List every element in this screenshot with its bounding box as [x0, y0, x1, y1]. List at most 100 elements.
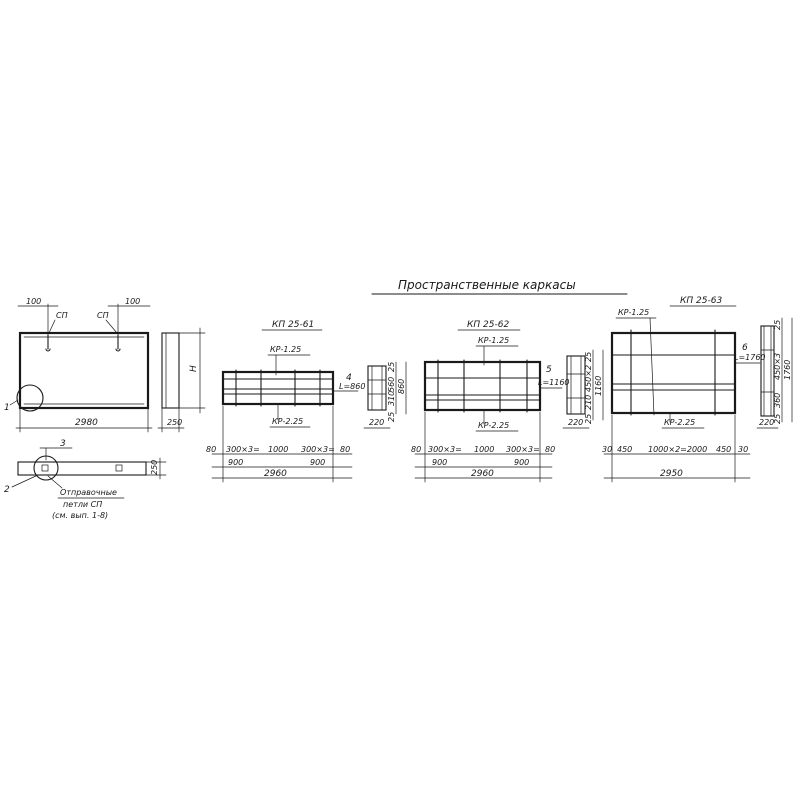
loop-leader-right: [105, 319, 118, 334]
frame-2-total: 2960: [471, 469, 494, 479]
panel-front-view: 100 100 СП СП 1 2980: [4, 297, 153, 433]
dim-top-right: 100: [125, 297, 140, 306]
note-line-2: петли СП: [63, 500, 102, 509]
frame-1-bottom-label: КР-2.25: [272, 417, 303, 426]
frame-2-side-outline: [566, 355, 586, 415]
frame-2-callout: 5: [546, 365, 552, 375]
frame-2-side-v1: 25: [584, 352, 593, 362]
frame-3-side-v5: 25: [773, 414, 782, 424]
frame-3-total: 2950: [660, 469, 683, 479]
frame-2-end-left: 80: [411, 445, 421, 454]
callout-1: 1: [4, 403, 10, 413]
frame-2-seg-mid: 1000: [474, 445, 494, 454]
frame-3-top-leader: [649, 317, 655, 416]
frame-2-side-v3: 1160: [594, 376, 603, 396]
frame-1-seg-left: 300×3=: [226, 445, 260, 454]
frame-3-callout: 6: [742, 343, 748, 353]
loop-section-2: [115, 464, 123, 472]
frame-1-end-left: 80: [206, 445, 216, 454]
panel-side-outline: [161, 332, 180, 409]
callout-1-leader: [9, 399, 19, 406]
lifting-loop-left-icon: [45, 334, 51, 352]
frame-2-outline: [423, 360, 542, 412]
frame-3-seg-left: 450: [617, 445, 632, 454]
frame-2-side-view: 25 450×2 1160 210 25 220: [562, 349, 604, 429]
frame-kp-25-61: КП 25-61 КР-1.25 КР-2.25 4 L=860 80 300×…: [206, 320, 365, 483]
panel-side-view: Н 250: [157, 327, 206, 433]
frame-2-seg-left: 300×3=: [428, 445, 462, 454]
frame-2-bottom-label: КР-2.25: [478, 421, 509, 430]
section-thickness: 250: [150, 460, 159, 475]
frame-2-side-v4: 210: [584, 395, 593, 410]
note-line-1: Отправочные: [60, 488, 117, 497]
frame-3-side-v3: 1760: [783, 360, 792, 380]
frame-2-sub-left: 900: [432, 458, 447, 467]
note-leader: [47, 475, 63, 489]
loop-label-left: СП: [56, 311, 68, 320]
frame-1-sub-right: 900: [310, 458, 325, 467]
frame-2-seg-right: 300×3=: [506, 445, 540, 454]
frame-3-end-left: 30: [602, 445, 612, 454]
frame-1-end-right: 80: [340, 445, 350, 454]
frame-2-side-v2: 450×2: [584, 365, 593, 392]
frame-1-side-outline: [367, 365, 387, 411]
frame-1-total: 2960: [264, 469, 287, 479]
frame-1-side-v1: 25: [387, 362, 396, 372]
frame-3-side-v2: 450×3: [773, 353, 782, 380]
detail-circle-1: [16, 384, 44, 412]
loop-section-1: [41, 464, 49, 472]
frame-3-seg-mid: 1000×2=2000: [648, 445, 707, 454]
loop-leader-left: [48, 319, 56, 334]
frame-3-height: L=1760: [734, 353, 766, 362]
frame-1-top-label: КР-1.25: [270, 345, 301, 354]
frame-1-side-width: 220: [369, 418, 384, 427]
frame-2-height: L=1160: [538, 378, 570, 387]
panel-thickness: 250: [167, 418, 182, 427]
loop-label-right: СП: [97, 311, 109, 320]
panel-length: 2980: [75, 418, 98, 428]
frame-2-side-v5: 25: [584, 414, 593, 424]
frame-kp-25-62: КП 25-62 КР-1.25 КР-2.25 5 L=1160 80 300…: [411, 320, 570, 483]
panel-section: 3 2 250 Отправочные петли СП (см. вып. 1…: [4, 439, 167, 520]
height-symbol: Н: [189, 365, 199, 372]
frame-1-side-v4: 310: [387, 391, 396, 406]
frame-1-side-view: 25 560 860 310 25 220: [363, 361, 407, 429]
frame-3-side-view: 25 450×3 1760 360 25 220: [756, 317, 793, 429]
frame-1-outline: [221, 370, 335, 406]
frame-3-side-outline: [760, 325, 775, 417]
frame-1-seg-right: 300×3=: [301, 445, 335, 454]
frame-3-top-label: КР-1.25: [618, 308, 649, 317]
frame-3-bottom-label: КР-2.25: [664, 418, 695, 427]
frame-3-outline: [610, 331, 737, 415]
frame-1-side-v2: 560: [387, 377, 396, 392]
frame-3-end-right: 30: [738, 445, 748, 454]
dim-top-left: 100: [26, 297, 41, 306]
frame-3-side-v4: 360: [773, 393, 782, 408]
section-outline: [17, 461, 147, 476]
frame-kp-25-63: КП 25-63 КР-1.25 КР-2.25 6 L=1760 30 450…: [602, 296, 766, 483]
frame-2-mark: КП 25-62: [467, 320, 509, 330]
frame-2-sub-right: 900: [514, 458, 529, 467]
frame-1-callout: 4: [346, 373, 352, 383]
frame-2-top-label: КР-1.25: [478, 336, 509, 345]
frame-2-side-width: 220: [568, 418, 583, 427]
frame-1-sub-left: 900: [228, 458, 243, 467]
frame-1-mark: КП 25-61: [272, 320, 314, 330]
frame-1-seg-mid: 1000: [268, 445, 288, 454]
drawing-title: Пространственные каркасы: [398, 278, 576, 292]
frame-3-seg-right: 450: [716, 445, 731, 454]
note-line-3: (см. вып. 1-8): [52, 511, 108, 520]
frame-3-side-width: 220: [759, 418, 774, 427]
frame-1-side-v3: 860: [397, 379, 406, 394]
frame-2-end-right: 80: [545, 445, 555, 454]
frame-1-side-v5: 25: [387, 412, 396, 422]
frame-3-side-v1: 25: [773, 320, 782, 330]
callout-2-leader: [11, 474, 39, 488]
callout-3: 3: [60, 439, 66, 449]
callout-2: 2: [4, 485, 10, 495]
frame-3-mark: КП 25-63: [680, 296, 722, 306]
lifting-loop-right-icon: [115, 334, 121, 352]
frame-1-height: L=860: [339, 382, 365, 391]
panel-outline: [18, 331, 150, 410]
